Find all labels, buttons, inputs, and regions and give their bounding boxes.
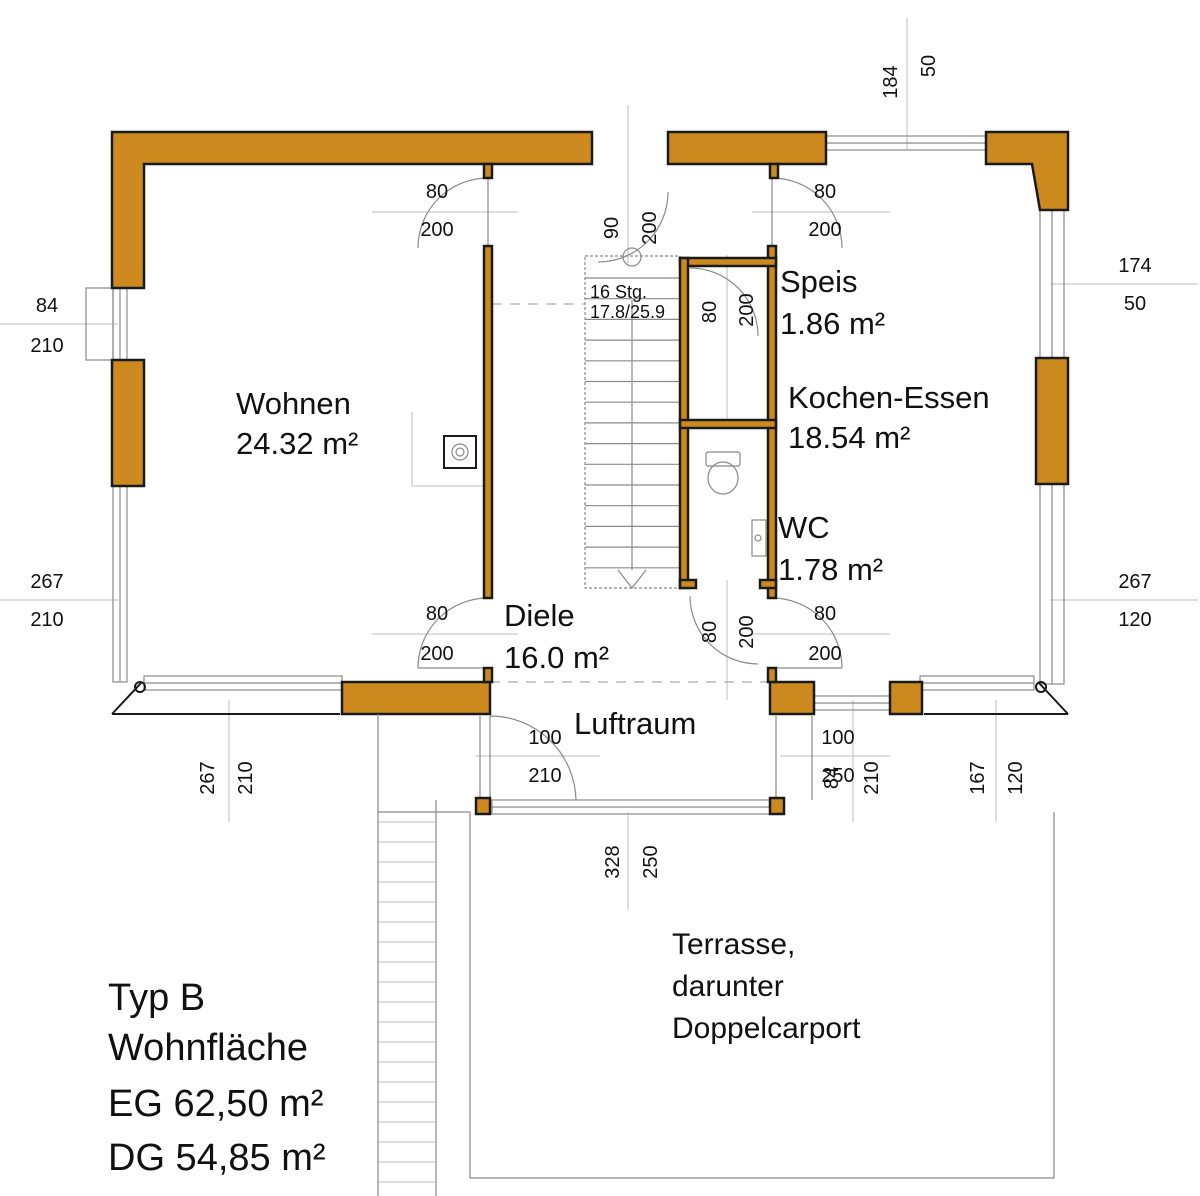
dim-door-entrance-w: 90 bbox=[601, 217, 623, 239]
opening-dimensions: 184 50 174 50 267 120 84 210 267 210 267… bbox=[30, 55, 1151, 879]
dim-window-right-lower-h: 120 bbox=[1118, 609, 1151, 631]
dim-opening-bottom-center-h: 250 bbox=[640, 845, 662, 878]
dim-window-bottom-left-w: 267 bbox=[197, 761, 219, 794]
dim-window-right-upper-h: 50 bbox=[1124, 293, 1146, 315]
dim-window-bottom-right-b-w: 167 bbox=[967, 761, 989, 794]
dim-door-wohnen-bottom-h: 200 bbox=[420, 643, 453, 665]
dim-window-left-lower-w: 267 bbox=[30, 571, 63, 593]
walls bbox=[110, 130, 1070, 816]
terrace-outline bbox=[377, 714, 1055, 1196]
sink-icon bbox=[751, 519, 767, 557]
summary-eg: EG 62,50 m² bbox=[108, 1083, 323, 1125]
dim-window-left-upper-w: 84 bbox=[36, 295, 58, 317]
room-name-diele: Diele bbox=[504, 598, 575, 633]
fixtures bbox=[443, 435, 767, 557]
door-swings bbox=[417, 177, 843, 801]
dim-door-kochen-top-h: 200 bbox=[808, 219, 841, 241]
room-name-luftraum: Luftraum bbox=[574, 706, 696, 741]
summary-label: Wohnfläche bbox=[108, 1027, 308, 1069]
dim-window-bottom-right-b-h: 120 bbox=[1005, 761, 1027, 794]
dim-window-top-right-h: 50 bbox=[918, 55, 940, 77]
dim-door-kochen-bottom-h: 200 bbox=[808, 643, 841, 665]
summary-type: Typ B bbox=[108, 977, 205, 1019]
chimney-icon bbox=[443, 435, 477, 469]
room-area-diele: 16.0 m² bbox=[504, 640, 609, 675]
dim-door-speis-h: 200 bbox=[736, 293, 758, 326]
dim-door-luftraum-h: 210 bbox=[528, 765, 561, 787]
dim-window-bottom-left-h: 210 bbox=[235, 761, 257, 794]
dim-window-bottom-right-a-h: 210 bbox=[861, 761, 883, 794]
dim-door-wohnen-bottom-w: 80 bbox=[426, 603, 448, 625]
dim-door-luftraum-w: 100 bbox=[528, 727, 561, 749]
terrace-label: Terrasse, darunter Doppelcarport bbox=[672, 928, 861, 1045]
staircase: 16 Stg. 17.8/25.9 bbox=[492, 247, 681, 589]
toilet-icon bbox=[705, 451, 741, 495]
room-area-kochen: 18.54 m² bbox=[788, 420, 910, 455]
dim-door-wohnen-top-w: 80 bbox=[426, 181, 448, 203]
summary-block: Typ B Wohnfläche EG 62,50 m² DG 54,85 m² bbox=[108, 977, 326, 1179]
dim-opening-bottom-center-w: 328 bbox=[602, 845, 624, 878]
dim-window-left-upper-h: 210 bbox=[30, 335, 63, 357]
dim-door-wc-w: 80 bbox=[699, 621, 721, 643]
summary-dg: DG 54,85 m² bbox=[108, 1137, 326, 1179]
dim-window-bottom-right-a-w: 84 bbox=[821, 767, 843, 789]
stairs-ratio: 17.8/25.9 bbox=[590, 302, 665, 322]
dim-door-bottom-right-w: 100 bbox=[821, 727, 854, 749]
dim-window-top-right-w: 184 bbox=[880, 65, 902, 98]
room-area-wohnen: 24.32 m² bbox=[236, 426, 358, 461]
dim-door-speis-w: 80 bbox=[699, 301, 721, 323]
room-name-wohnen: Wohnen bbox=[236, 386, 351, 421]
room-name-wc: WC bbox=[778, 510, 830, 545]
terrace-line-1: Terrasse, bbox=[672, 928, 795, 961]
dim-window-right-lower-w: 267 bbox=[1118, 571, 1151, 593]
dim-window-right-upper-w: 174 bbox=[1118, 255, 1151, 277]
dim-door-entrance-h: 200 bbox=[639, 211, 661, 244]
room-area-speis: 1.86 m² bbox=[780, 306, 885, 341]
room-name-speis: Speis bbox=[780, 264, 858, 299]
terrace-line-2: darunter bbox=[672, 970, 784, 1003]
dim-door-wc-h: 200 bbox=[736, 615, 758, 648]
room-labels: Wohnen 24.32 m² Speis 1.86 m² Kochen-Ess… bbox=[236, 264, 990, 741]
dim-door-bottom-right-h: 250 bbox=[821, 765, 854, 787]
dim-door-kochen-top-w: 80 bbox=[814, 181, 836, 203]
dim-window-left-lower-h: 210 bbox=[30, 609, 63, 631]
room-area-wc: 1.78 m² bbox=[778, 552, 883, 587]
dimension-leaders bbox=[0, 18, 1198, 910]
stairs-steps: 16 Stg. bbox=[590, 282, 647, 302]
dim-door-kochen-bottom-w: 80 bbox=[814, 603, 836, 625]
dim-door-wohnen-top-h: 200 bbox=[420, 219, 453, 241]
terrace-line-3: Doppelcarport bbox=[672, 1012, 861, 1045]
room-name-kochen: Kochen-Essen bbox=[788, 380, 990, 415]
